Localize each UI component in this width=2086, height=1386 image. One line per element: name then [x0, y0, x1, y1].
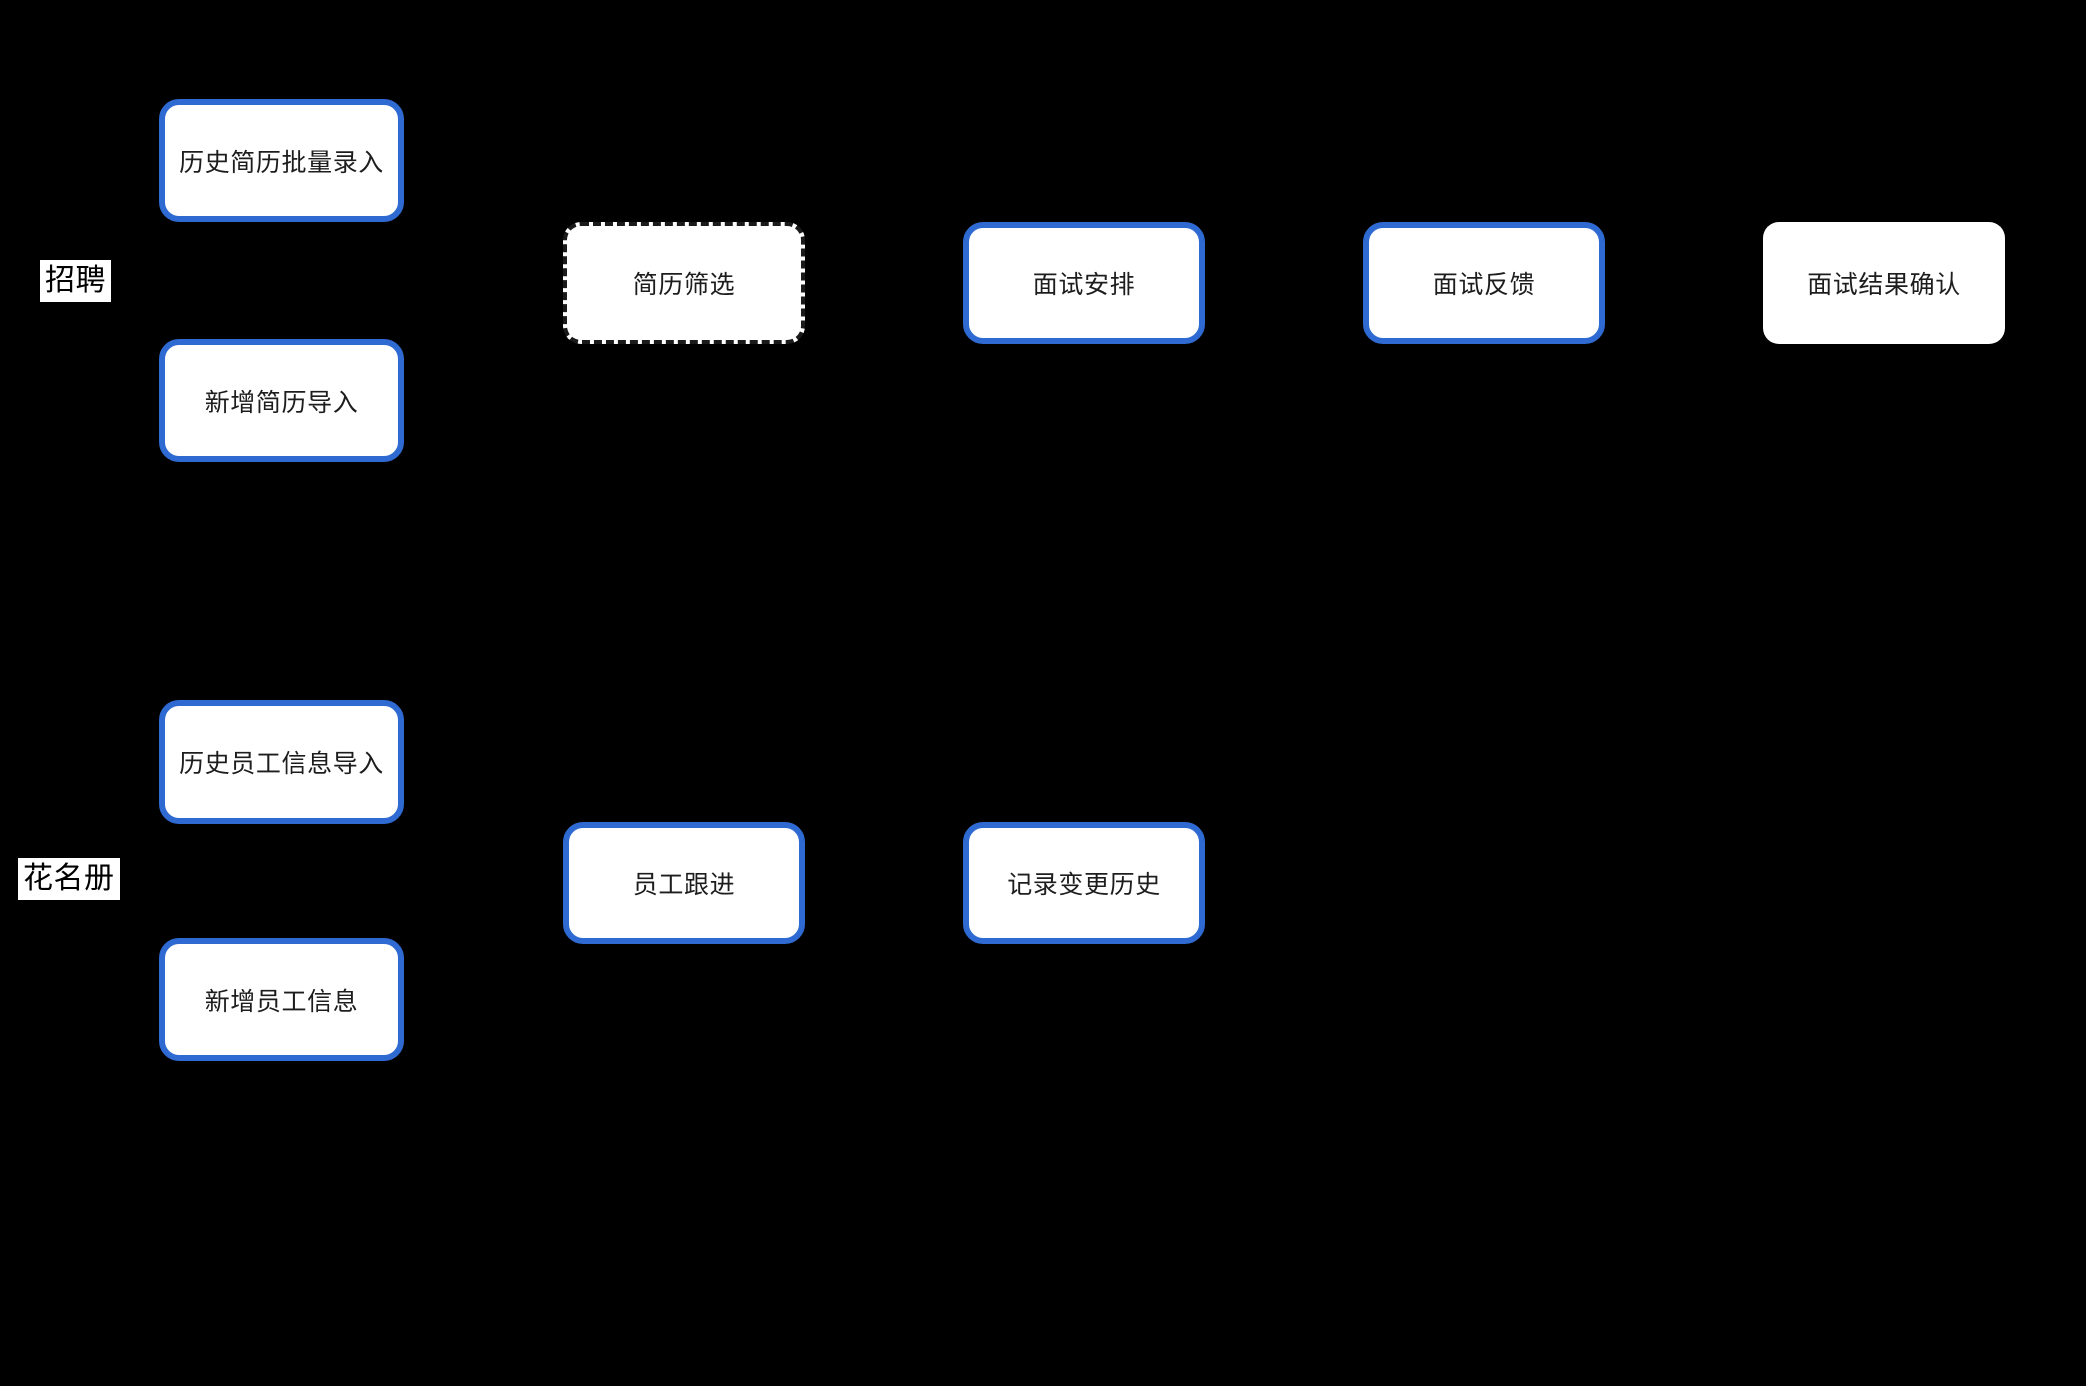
swimlane-label-recruiting: 招聘 [40, 260, 111, 303]
node-label: 员工跟进 [632, 871, 736, 899]
node-label: 面试安排 [1032, 271, 1136, 299]
node-label: 新增员工信息 [204, 987, 359, 1016]
node-history-resume-batch-import[interactable]: 历史简历批量录入 [159, 99, 404, 222]
node-label: 记录变更历史 [1007, 871, 1161, 899]
node-record-change-history[interactable]: 记录变更历史 [963, 822, 1205, 944]
node-label: 历史员工信息导入 [179, 750, 384, 778]
node-history-employee-info-import[interactable]: 历史员工信息导入 [159, 700, 404, 824]
swimlane-label-roster: 花名册 [18, 858, 120, 901]
node-label: 面试反馈 [1432, 271, 1536, 299]
node-label: 面试结果确认 [1807, 271, 1961, 299]
node-resume-screening[interactable]: 简历筛选 [563, 222, 805, 344]
node-interview-feedback[interactable]: 面试反馈 [1363, 222, 1605, 344]
node-label: 简历筛选 [632, 271, 736, 299]
node-interview-result-confirmation[interactable]: 面试结果确认 [1763, 222, 2005, 344]
node-label: 历史简历批量录入 [179, 148, 384, 177]
node-new-employee-info[interactable]: 新增员工信息 [159, 938, 404, 1061]
node-interview-scheduling[interactable]: 面试安排 [963, 222, 1205, 344]
node-new-resume-import[interactable]: 新增简历导入 [159, 339, 404, 462]
node-employee-follow-up[interactable]: 员工跟进 [563, 822, 805, 944]
node-label: 新增简历导入 [204, 388, 359, 417]
